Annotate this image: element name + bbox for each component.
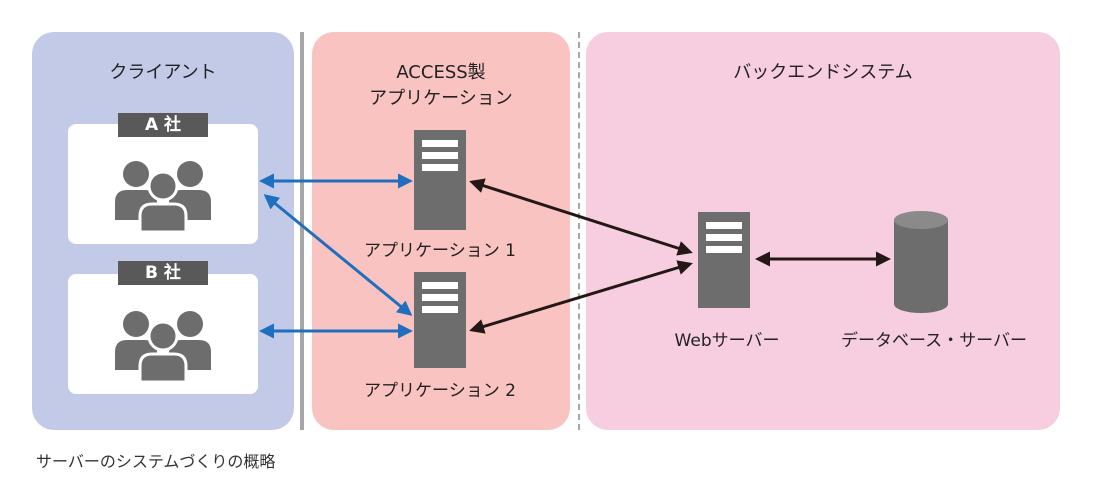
users-group-icon (115, 311, 211, 384)
company-a-card (68, 124, 258, 244)
access-zone-title-line1: ACCESS製 (396, 62, 486, 83)
backend-zone (586, 32, 1060, 430)
company-a-tag: A 社 (118, 113, 208, 137)
figure-caption: サーバーのシステムづくりの概略 (36, 452, 276, 471)
backend-zone-title: バックエンドシステム (733, 62, 913, 83)
app1-label: アプリケーション 1 (364, 241, 516, 261)
users-group-icon (115, 161, 211, 234)
web-server-label: Webサーバー (674, 331, 780, 351)
zone-divider-dashed (578, 32, 580, 430)
company-b-tag: B 社 (118, 261, 208, 285)
access-zone-title-line2: アプリケーション (369, 88, 513, 109)
client-zone-title: クライアント (109, 62, 217, 83)
app2-label: アプリケーション 2 (364, 381, 516, 401)
zone-divider-solid (300, 32, 304, 430)
db-server-label: データベース・サーバー (841, 331, 1027, 351)
company-b-card (68, 274, 258, 394)
